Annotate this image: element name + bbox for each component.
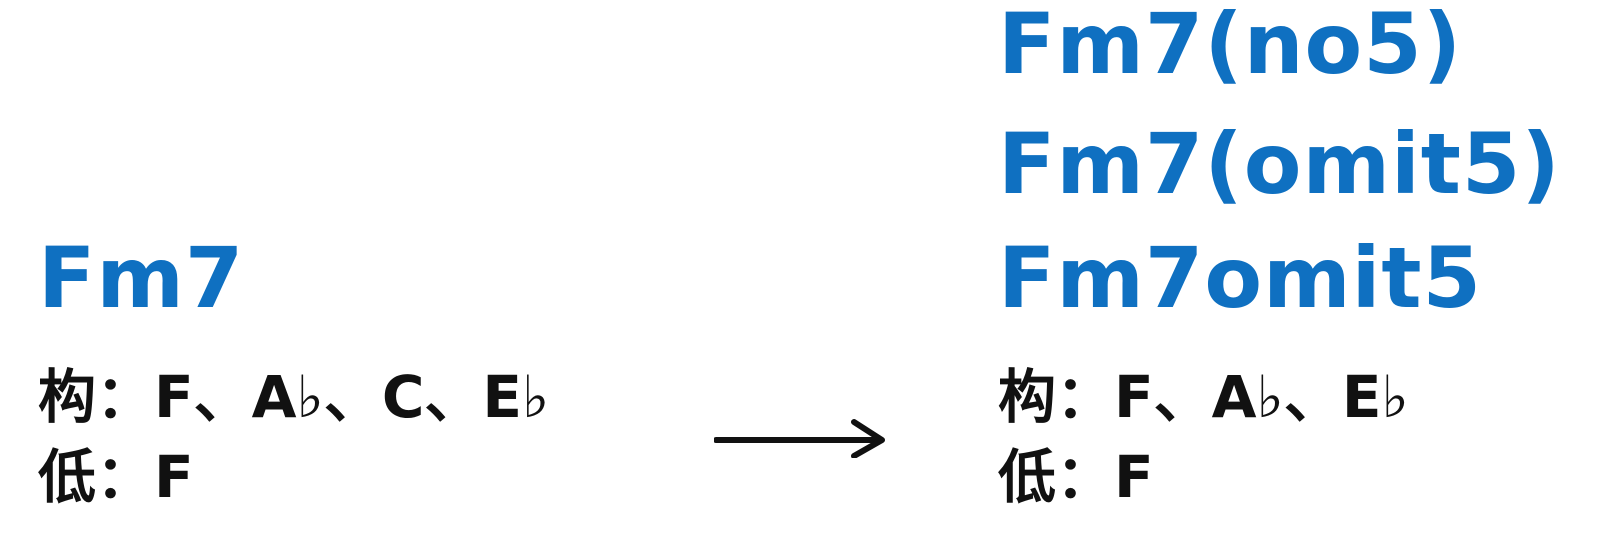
result-chord-name-omit5: Fm7omit5 [998, 229, 1482, 327]
result-chord-notes: 构：F、A♭、E♭ [998, 363, 1409, 431]
result-chord-bass: 低：F [998, 443, 1154, 511]
result-chord-name-omit5-paren: Fm7(omit5) [998, 115, 1561, 213]
original-chord-name: Fm7 [38, 229, 245, 327]
result-chord-name-no5: Fm7(no5) [998, 0, 1463, 93]
original-chord-notes: 构：F、A♭、C、E♭ [38, 363, 550, 431]
original-chord-bass: 低：F [38, 443, 194, 511]
right-arrow-icon [714, 419, 885, 458]
